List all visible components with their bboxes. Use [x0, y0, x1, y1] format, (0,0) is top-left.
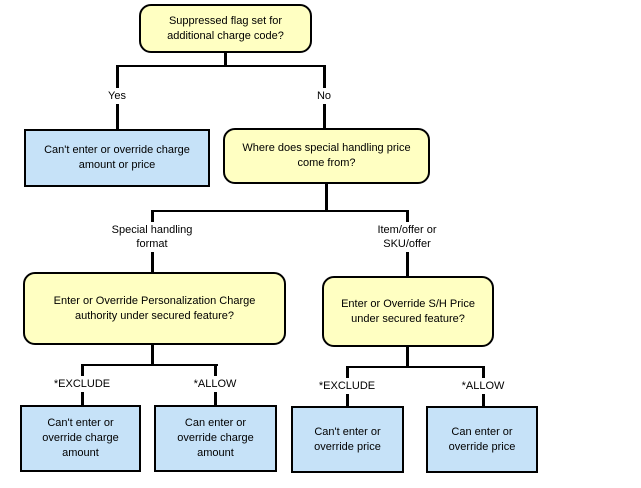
decision-sh-price-authority: Enter or Override S/H Price under secure… — [322, 276, 494, 347]
edge-label-allow-right: *ALLOW — [451, 378, 515, 394]
edge-label-exclude-left: *EXCLUDE — [47, 376, 117, 392]
connector-split-top — [116, 65, 326, 67]
outcome-cant-enter-charge-amount: Can't enter or override charge amount — [20, 405, 141, 472]
connector-personalization-down — [151, 344, 154, 366]
connector-root-down — [224, 51, 227, 67]
decision-personalization-charge-authority: Enter or Override Personalization Charge… — [23, 272, 286, 345]
edge-label-exclude-right: *EXCLUDE — [312, 378, 382, 394]
outcome-can-override-price: Can enter or override price — [426, 406, 538, 473]
connector-shsource-down — [325, 182, 328, 212]
outcome-cant-enter-amount-or-price: Can't enter or override charge amount or… — [24, 129, 210, 187]
connector-split-right — [346, 366, 485, 368]
edge-label-yes: Yes — [92, 88, 142, 104]
decision-special-handling-source: Where does special handling price come f… — [223, 128, 430, 184]
edge-label-item-offer-sku-offer: Item/offer or SKU/offer — [362, 222, 452, 252]
edge-label-allow-left: *ALLOW — [183, 376, 247, 392]
connector-split-mid — [151, 210, 409, 212]
connector-shprice-down — [406, 345, 409, 368]
edge-label-no: No — [299, 88, 349, 104]
edge-label-special-handling-format: Special handling format — [102, 222, 202, 252]
connector-split-left — [81, 364, 218, 366]
outcome-cant-override-price: Can't enter or override price — [291, 406, 404, 473]
decision-suppressed-flag: Suppressed flag set for additional charg… — [139, 4, 312, 53]
outcome-can-enter-charge-amount: Can enter or override charge amount — [154, 405, 277, 472]
